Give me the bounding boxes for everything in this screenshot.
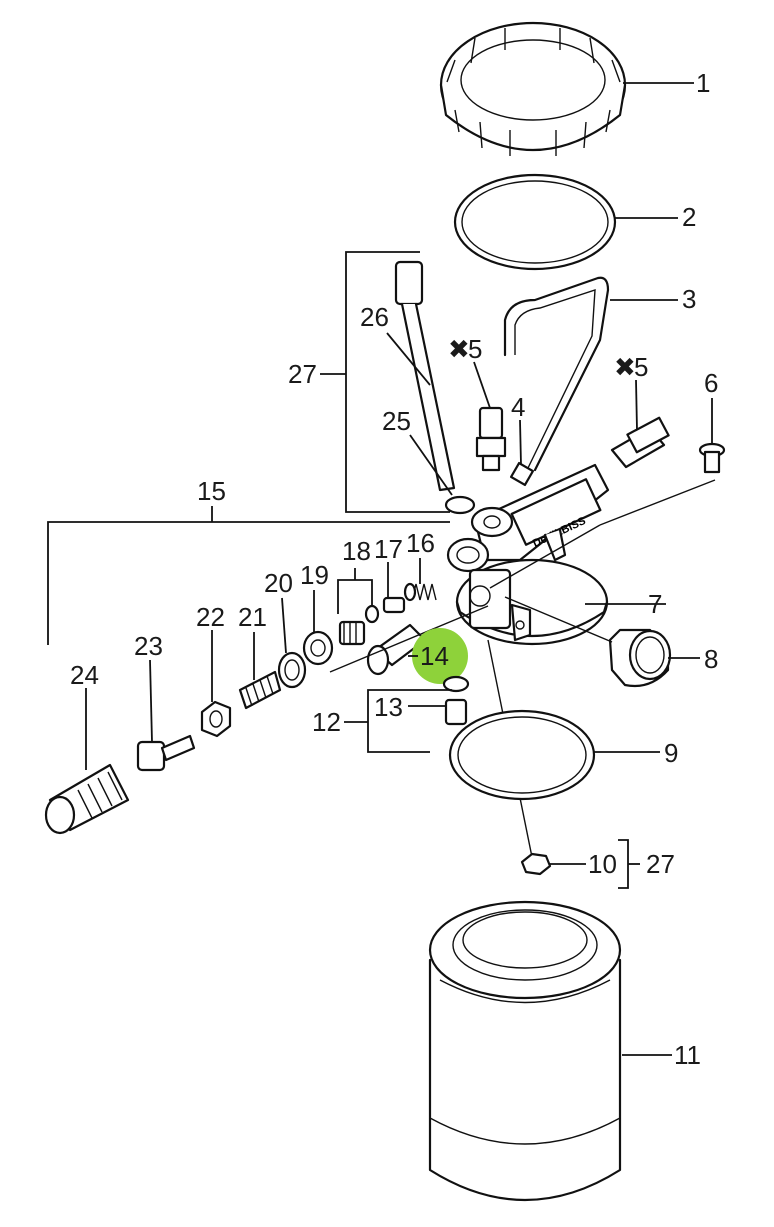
part-8-gauge bbox=[608, 628, 672, 688]
leader-23 bbox=[149, 659, 153, 743]
label-8: 8 bbox=[704, 644, 718, 674]
part-4-nut bbox=[509, 461, 535, 487]
label-18: 18 bbox=[342, 536, 371, 566]
label-21: 21 bbox=[238, 602, 267, 632]
part-13-jet bbox=[444, 698, 468, 726]
guide-6b bbox=[489, 524, 601, 589]
guide-14 bbox=[329, 605, 489, 673]
label-27-top: 27 bbox=[288, 359, 317, 389]
label-3: 3 bbox=[682, 284, 696, 314]
label-4: 4 bbox=[511, 392, 525, 422]
label-6: 6 bbox=[704, 368, 718, 398]
part-24-knob bbox=[44, 763, 130, 835]
guide-6 bbox=[599, 479, 716, 526]
label-23: 23 bbox=[134, 631, 163, 661]
label-15: 15 bbox=[197, 476, 226, 506]
part-14-check-valve bbox=[366, 623, 427, 676]
guide-8 bbox=[504, 596, 613, 643]
part-9-gasket bbox=[448, 709, 596, 801]
label-25: 25 bbox=[382, 406, 411, 436]
label-9: 9 bbox=[664, 738, 678, 768]
label-17: 17 bbox=[374, 534, 403, 564]
label-11: 11 bbox=[674, 1040, 701, 1070]
label-5-marker-left: ✖ bbox=[448, 334, 470, 364]
label-27-bottom: 27 bbox=[646, 849, 675, 879]
part-2-gasket bbox=[453, 173, 617, 271]
leader-5-right bbox=[635, 379, 638, 431]
label-1: 1 bbox=[696, 68, 710, 98]
part-6-valve bbox=[698, 442, 726, 474]
leader-25 bbox=[409, 434, 453, 496]
part-5-fitting-right bbox=[610, 416, 670, 469]
label-5-left: 5 bbox=[468, 334, 482, 364]
label-13: 13 bbox=[374, 692, 403, 722]
leader-20 bbox=[281, 597, 287, 654]
label-19: 19 bbox=[300, 560, 329, 590]
label-5-marker-right: ✖ bbox=[614, 352, 636, 382]
label-10: 10 bbox=[588, 849, 617, 879]
part-21-spring bbox=[238, 670, 282, 710]
bracket-27-top bbox=[345, 251, 450, 513]
bracket-12 bbox=[367, 689, 452, 753]
label-20: 20 bbox=[264, 568, 293, 598]
part-16-spring bbox=[403, 582, 437, 602]
part-23-bolt bbox=[136, 734, 196, 772]
part-10-nut bbox=[520, 852, 552, 876]
label-22: 22 bbox=[196, 602, 225, 632]
label-14: 14 bbox=[420, 641, 449, 671]
part-20-oring bbox=[277, 651, 307, 689]
part-1-lid-ring bbox=[439, 21, 627, 156]
part-7-lid bbox=[455, 558, 609, 646]
part-11-pot bbox=[428, 900, 622, 1201]
leader-4 bbox=[519, 419, 522, 466]
part-17-cap bbox=[382, 596, 406, 614]
part-13-oring bbox=[442, 675, 470, 693]
part-18-valve-stem bbox=[338, 604, 380, 646]
label-5-right: 5 bbox=[634, 352, 648, 382]
label-26: 26 bbox=[360, 302, 389, 332]
part-5-fitting-left bbox=[475, 406, 507, 472]
label-12: 12 bbox=[312, 707, 341, 737]
label-7: 7 bbox=[648, 589, 662, 619]
part-22-nut bbox=[200, 700, 232, 738]
label-16: 16 bbox=[406, 528, 435, 558]
part-19-seal bbox=[302, 630, 334, 666]
part-3-handle bbox=[503, 276, 610, 472]
highlight-marker-14 bbox=[412, 628, 468, 684]
main-body: DeVILBISS bbox=[446, 463, 610, 573]
leader-5-left bbox=[473, 361, 491, 409]
part-25-washer bbox=[444, 495, 476, 515]
label-24: 24 bbox=[70, 660, 99, 690]
bracket-15 bbox=[47, 521, 450, 645]
bracket-27-bottom bbox=[618, 839, 629, 889]
leader-26 bbox=[386, 332, 431, 386]
label-2: 2 bbox=[682, 202, 696, 232]
